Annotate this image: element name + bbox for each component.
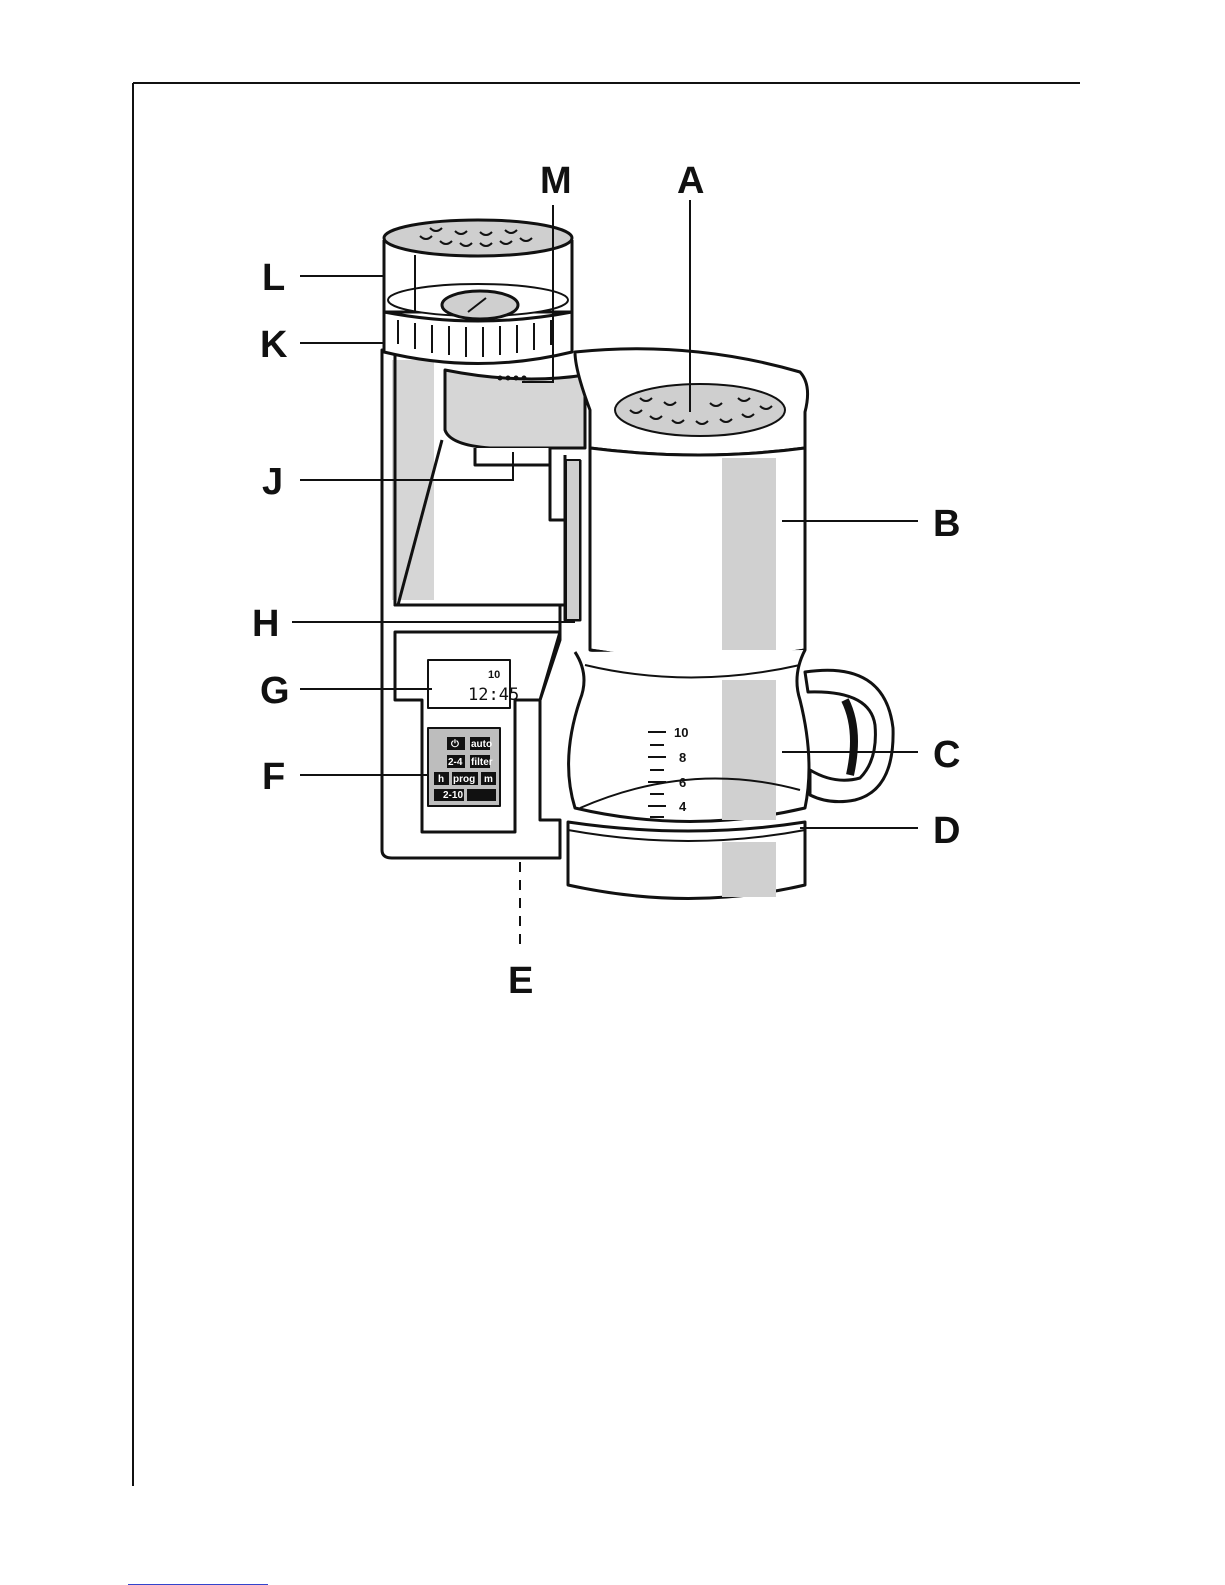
callout-C: C (933, 734, 960, 776)
hour-label: h (438, 774, 444, 785)
lcd-cups: 10 (488, 669, 500, 681)
callout-L: L (262, 257, 285, 299)
power-icon: ⏻ (451, 738, 459, 750)
minute-label: m (484, 774, 493, 785)
lid-vent-area (615, 384, 785, 436)
callout-M: M (540, 160, 572, 202)
filter-label: filter (471, 757, 493, 768)
callout-D: D (933, 810, 960, 852)
callout-J: J (262, 461, 283, 503)
lcd-time: 12:45 (468, 685, 519, 705)
hopper-lid (384, 220, 572, 256)
callout-G: G (260, 670, 290, 712)
auto-label: auto (471, 739, 492, 750)
carafe-shade (722, 680, 776, 820)
grind-selector-dial (442, 291, 518, 319)
callout-F: F (262, 756, 285, 798)
callout-E: E (508, 960, 533, 1002)
cups-range-label: 2-10 (443, 790, 463, 801)
grind-ring (384, 312, 572, 364)
prog-label: prog (453, 774, 475, 785)
carafe-handle (805, 670, 893, 801)
grinder-outlet (445, 370, 585, 448)
housing-shade (722, 458, 776, 650)
handle-grip (845, 700, 854, 775)
steam-tube-shade (566, 460, 580, 620)
scale-label-8: 8 (679, 750, 686, 765)
scale-label-6: 6 (679, 775, 686, 790)
base-shade (722, 842, 776, 897)
callout-A: A (677, 160, 704, 202)
callout-K: K (260, 324, 288, 366)
callout-H: H (252, 603, 279, 645)
callout-B: B (933, 503, 960, 545)
scale-label-4: 4 (679, 799, 687, 814)
cup-icons-button[interactable] (467, 789, 496, 801)
strength-label: 2-4 (448, 757, 463, 768)
scale-label-10: 10 (674, 725, 688, 740)
